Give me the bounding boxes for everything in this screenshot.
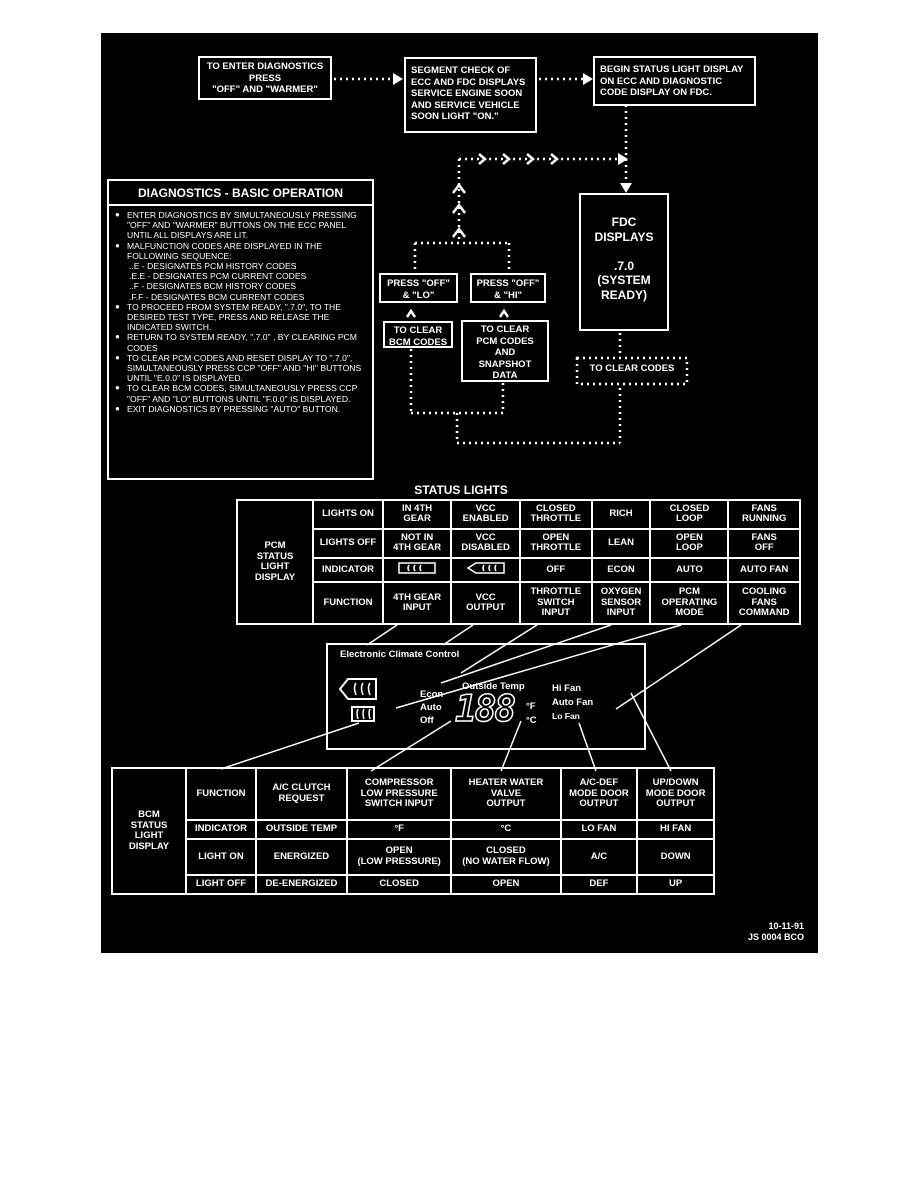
pcm-cell: RICH — [590, 499, 652, 530]
status-lights-title: STATUS LIGHTS — [414, 483, 508, 497]
pcm-cell: OPEN LOOP — [649, 527, 730, 559]
defrost-icons — [338, 678, 377, 722]
bcm-cell: DOWN — [636, 838, 715, 876]
bcm-cell: UP — [636, 873, 715, 896]
diag-item: TO PROCEED FROM SYSTEM READY, ".7.0", TO… — [115, 302, 366, 333]
bcm-cell: °F — [345, 818, 453, 841]
bcm-cell: UP/DOWN MODE DOOR OUTPUT — [636, 767, 715, 821]
diag-item: TO CLEAR BCM CODES, SIMULTANEOUSLY PRESS… — [115, 383, 366, 403]
diag-code: .E.E - DESIGNATES PCM CURRENT CODES — [129, 271, 307, 282]
diagram-panel: TO ENTER DIAGNOSTICS PRESS "OFF" AND "WA… — [101, 33, 818, 953]
press-off-hi-box: PRESS "OFF" & "HI" — [470, 273, 546, 303]
bcm-cell: DEF — [559, 873, 639, 896]
enter-diagnostics-box: TO ENTER DIAGNOSTICS PRESS "OFF" AND "WA… — [198, 56, 332, 100]
pcm-status-table: PCM STATUS LIGHT DISPLAY LIGHTS ON IN 4T… — [236, 499, 801, 625]
bcm-cell: OUTSIDE TEMP — [255, 818, 348, 841]
segment-check-box: SEGMENT CHECK OF ECC AND FDC DISPLAYS SE… — [404, 57, 537, 133]
lo-fan-label: Lo Fan — [552, 711, 580, 721]
pcm-cell: OXYGEN SENSOR INPUT — [590, 581, 652, 625]
diagnostics-basic-operation: DIAGNOSTICS - BASIC OPERATION ENTER DIAG… — [107, 179, 374, 480]
bcm-row-label: INDICATOR — [185, 818, 257, 841]
pcm-cell: PCM OPERATING MODE — [649, 581, 730, 625]
diag-item: MALFUNCTION CODES ARE DISPLAYED IN THE F… — [115, 241, 366, 302]
bcm-cell: °C — [450, 818, 562, 841]
ecc-title: Electronic Climate Control — [340, 649, 460, 660]
bcm-cell: DE-ENERGIZED — [255, 873, 348, 896]
bcm-cell: A/C — [559, 838, 639, 876]
flow-connectors — [220, 73, 742, 772]
figure-date: 10-11-91 — [768, 921, 804, 931]
pcm-cell: OFF — [519, 556, 593, 584]
front-defrost-indicator-icon — [450, 556, 522, 584]
pcm-cell: FANS OFF — [727, 527, 801, 559]
deg-f-label: °F — [526, 701, 536, 712]
temperature-digits: 188 — [454, 688, 517, 731]
diag-item: TO CLEAR PCM CODES AND RESET DISPLAY TO … — [115, 353, 366, 384]
off-label: Off — [420, 715, 434, 726]
diag-item: EXIT DIAGNOSTICS BY PRESSING "AUTO" BUTT… — [115, 404, 366, 414]
bcm-status-table: BCM STATUS LIGHT DISPLAY FUNCTION A/C CL… — [111, 767, 715, 896]
pcm-cell: OPEN THROTTLE — [519, 527, 593, 559]
bcm-cell: A/C-DEF MODE DOOR OUTPUT — [559, 767, 639, 821]
pcm-row-label: LIGHTS ON — [312, 499, 384, 530]
pcm-cell: THROTTLE SWITCH INPUT — [519, 581, 593, 625]
press-off-lo-box: PRESS "OFF" & "LO" — [379, 273, 458, 303]
bcm-cell: COMPRESSOR LOW PRESSURE SWITCH INPUT — [345, 767, 453, 821]
econ-label: Econ — [420, 689, 444, 700]
diagnostics-list: ENTER DIAGNOSTICS BY SIMULTANEOUSLY PRES… — [109, 210, 372, 414]
pcm-cell: VCC ENABLED — [450, 499, 522, 530]
clear-codes-label: TO CLEAR CODES — [589, 363, 675, 374]
pcm-cell: AUTO FAN — [727, 556, 801, 584]
clear-pcm-box: TO CLEAR PCM CODES AND SNAPSHOT DATA — [461, 320, 549, 382]
deg-c-label: °C — [526, 715, 537, 726]
pcm-cell: FANS RUNNING — [727, 499, 801, 530]
diag-code: ..E - DESIGNATES PCM HISTORY CODES — [129, 261, 297, 272]
diagnostics-title: DIAGNOSTICS - BASIC OPERATION — [109, 181, 372, 206]
rear-defrost-indicator-icon — [381, 556, 453, 584]
pcm-cell: CLOSED LOOP — [649, 499, 730, 530]
figure-reference: 10-11-91 JS 0004 BCO — [748, 921, 804, 943]
bcm-cell: HEATER WATER VALVE OUTPUT — [450, 767, 562, 821]
figure-code: JS 0004 BCO — [747, 932, 804, 942]
bcm-cell: ENERGIZED — [255, 838, 348, 876]
pcm-row-label: FUNCTION — [312, 581, 384, 625]
diag-item: ENTER DIAGNOSTICS BY SIMULTANEOUSLY PRES… — [115, 210, 366, 241]
pcm-row-label: LIGHTS OFF — [312, 527, 384, 559]
begin-status-box: BEGIN STATUS LIGHT DISPLAY ON ECC AND DI… — [593, 56, 756, 106]
pcm-side-title: PCM STATUS LIGHT DISPLAY — [236, 499, 314, 625]
pcm-row-label: INDICATOR — [312, 556, 384, 584]
hi-fan-label: Hi Fan — [552, 683, 582, 694]
clear-bcm-box: TO CLEAR BCM CODES — [383, 321, 453, 348]
bcm-row-label: LIGHT OFF — [185, 873, 257, 896]
pcm-cell: VCC DISABLED — [450, 527, 522, 559]
bcm-cell: CLOSED — [345, 873, 453, 896]
bcm-cell: A/C CLUTCH REQUEST — [255, 767, 348, 821]
auto-label: Auto — [420, 702, 442, 713]
bcm-cell: LO FAN — [559, 818, 639, 841]
bcm-row-label: FUNCTION — [185, 767, 257, 821]
pcm-cell: VCC OUTPUT — [450, 581, 522, 625]
diag-item: RETURN TO SYSTEM READY, ".7.0" , BY CLEA… — [115, 332, 366, 352]
bcm-cell: HI FAN — [636, 818, 715, 841]
auto-fan-label: Auto Fan — [552, 697, 594, 708]
pcm-cell: COOLING FANS COMMAND — [727, 581, 801, 625]
diag-code: .F.F - DESIGNATES BCM CURRENT CODES — [129, 291, 305, 302]
ecc-panel: Electronic Climate Control Econ Outside … — [326, 643, 646, 750]
fdc-displays-box: FDC DISPLAYS .7.0 (SYSTEM READY) — [579, 193, 669, 331]
pcm-cell: 4TH GEAR INPUT — [381, 581, 453, 625]
bcm-cell: OPEN (LOW PRESSURE) — [345, 838, 453, 876]
pcm-cell: IN 4TH GEAR — [381, 499, 453, 530]
pcm-cell: CLOSED THROTTLE — [519, 499, 593, 530]
pcm-cell: AUTO — [649, 556, 730, 584]
bcm-row-label: LIGHT ON — [185, 838, 257, 876]
bcm-cell: OPEN — [450, 873, 562, 896]
pcm-cell: NOT IN 4TH GEAR — [381, 527, 453, 559]
outside-temp-label: Outside Temp — [462, 681, 525, 692]
diag-code: ..F - DESIGNATES BCM HISTORY CODES — [129, 281, 296, 292]
diag-item-text: MALFUNCTION CODES ARE DISPLAYED IN THE F… — [127, 240, 322, 261]
bcm-side-title: BCM STATUS LIGHT DISPLAY — [111, 767, 187, 895]
bcm-cell: CLOSED (NO WATER FLOW) — [450, 838, 562, 876]
pcm-cell: ECON — [590, 556, 652, 584]
pcm-cell: LEAN — [590, 527, 652, 559]
